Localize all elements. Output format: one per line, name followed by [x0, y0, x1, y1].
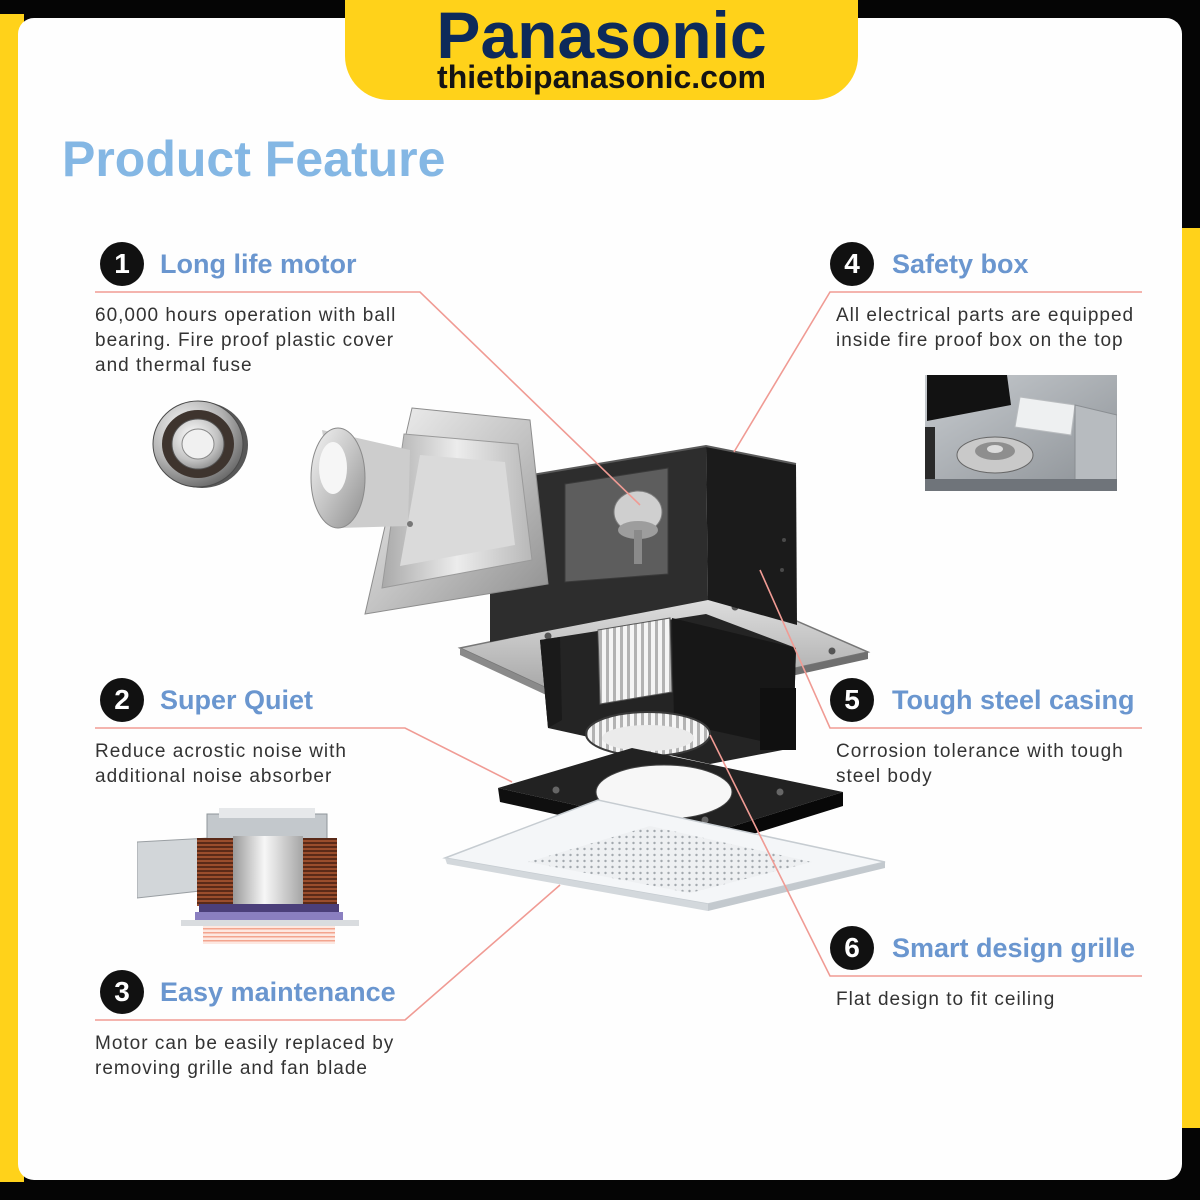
description-line: removing grille and fan blade [95, 1058, 368, 1079]
absorber-right [303, 838, 337, 906]
feature-number: 2 [114, 684, 130, 715]
feature-number-badge: 6 [830, 926, 874, 970]
description-line: and thermal fuse [95, 355, 253, 376]
brand-banner: Panasonic thietbipanasonic.com [345, 0, 858, 100]
page-title: Product Feature [62, 131, 446, 187]
noise-waves [203, 926, 335, 944]
feature-title: Smart design grille [892, 933, 1136, 963]
mount-plate [181, 920, 359, 926]
description-line: steel body [836, 766, 933, 787]
feature-description: All electrical parts are equipped inside… [836, 303, 1134, 353]
feature-number: 3 [114, 976, 130, 1007]
absorber-base-lower [195, 912, 343, 920]
description-line: bearing. Fire proof plastic cover [95, 330, 395, 351]
feature-title: Super Quiet [160, 685, 314, 715]
feature-number-badge: 2 [100, 678, 144, 722]
fan-cylinder [233, 836, 303, 906]
feature-number-badge: 5 [830, 678, 874, 722]
feature-number: 6 [844, 932, 860, 963]
bearing-bore [181, 428, 215, 460]
noise-absorber-image [137, 808, 359, 944]
description-line: All electrical parts are equipped [836, 305, 1135, 326]
feature-super-quiet: 2 Super Quiet Reduce acrostic noise with… [95, 678, 435, 818]
housing-cap [206, 813, 328, 841]
feature-number-badge: 1 [100, 242, 144, 286]
brand-website: thietbipanasonic.com [437, 59, 766, 95]
feature-description: Motor can be easily replaced by removing… [95, 1031, 394, 1081]
description-line: Reduce acrostic noise with [95, 741, 347, 762]
feature-title: Easy maintenance [160, 977, 396, 1007]
feature-smart-design-grille: 6 Smart design grille Flat design to fit… [830, 926, 1170, 1066]
feature-long-life-motor: 1 Long life motor 60,000 hours operation… [95, 242, 435, 382]
feature-number: 4 [844, 248, 860, 279]
description-line: Motor can be easily replaced by [95, 1033, 395, 1054]
description-line: additional noise absorber [95, 766, 333, 787]
description-line: Flat design to fit ceiling [836, 989, 1056, 1010]
ball-bearing-image [152, 400, 248, 488]
safety-box-image [925, 375, 1117, 491]
feature-description: Reduce acrostic noise with additional no… [95, 739, 347, 789]
feature-title: Safety box [892, 249, 1029, 279]
housing-top-plate [219, 808, 315, 818]
motor-shaft [987, 445, 1003, 453]
feature-number-badge: 3 [100, 970, 144, 1014]
feature-number: 1 [114, 248, 130, 279]
box-edge [925, 427, 935, 491]
description-line: 60,000 hours operation with ball [95, 305, 397, 326]
absorber-left [197, 838, 233, 906]
feature-description: Corrosion tolerance with tough steel bod… [836, 739, 1124, 789]
description-line: Corrosion tolerance with tough [836, 741, 1124, 762]
feature-number-badge: 4 [830, 242, 874, 286]
box-bottom-edge [925, 479, 1117, 491]
feature-easy-maintenance: 3 Easy maintenance Motor can be easily r… [95, 970, 435, 1110]
brand-logo: Panasonic [436, 0, 767, 72]
feature-title: Long life motor [160, 249, 357, 279]
feature-safety-box: 4 Safety box All electrical parts are eq… [830, 242, 1170, 382]
feature-description: 60,000 hours operation with ball bearing… [95, 303, 396, 378]
description-line: inside fire proof box on the top [836, 330, 1124, 351]
side-rail [1074, 404, 1117, 491]
feature-title: Tough steel casing [892, 685, 1135, 715]
feature-tough-steel-casing: 5 Tough steel casing Corrosion tolerance… [830, 678, 1170, 818]
feature-description: Flat design to fit ceiling [836, 987, 1055, 1012]
feature-number: 5 [844, 684, 860, 715]
